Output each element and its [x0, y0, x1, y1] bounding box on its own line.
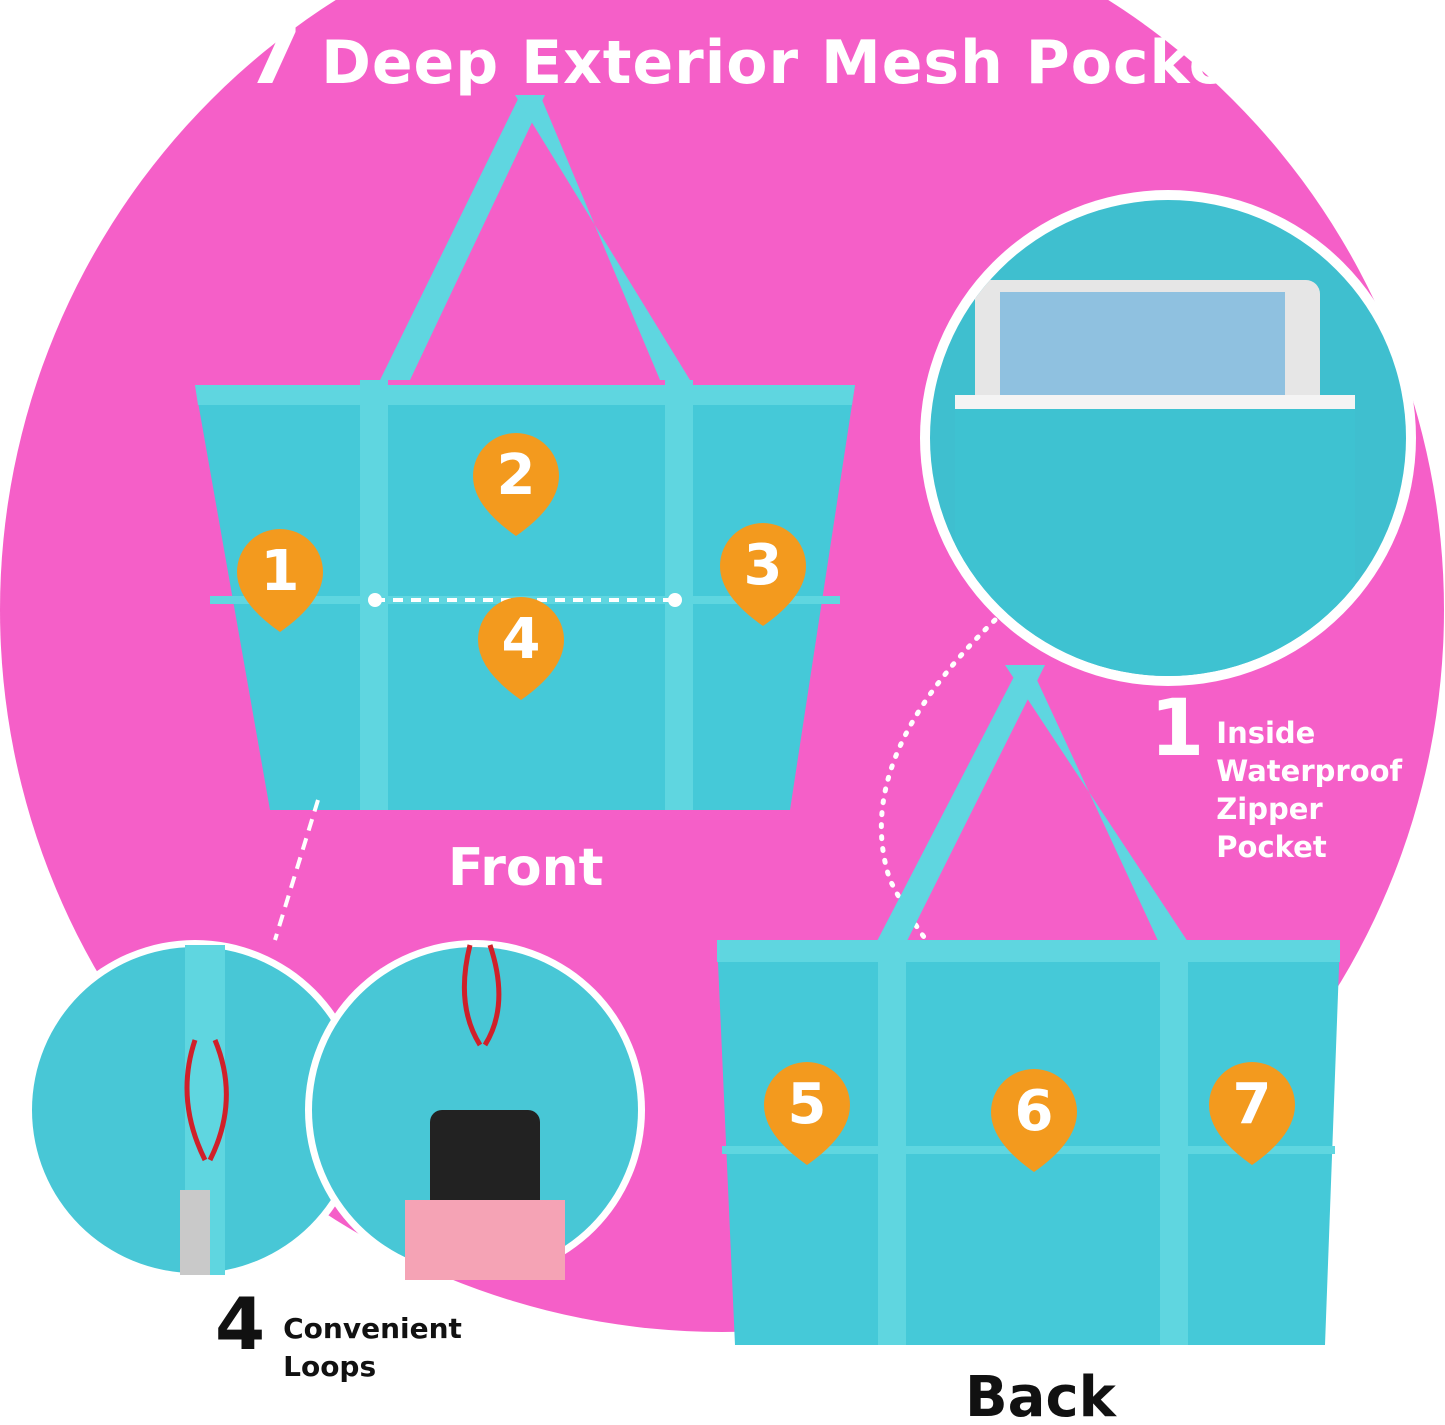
pin-6: [991, 1069, 1077, 1172]
pocket-number-2: 2: [496, 443, 536, 508]
back-label: Back: [965, 1365, 1116, 1425]
loops-line: Convenient: [283, 1312, 462, 1345]
pin-3: [720, 523, 806, 626]
pocket-number-1: 1: [260, 539, 300, 604]
loops-number: 4: [215, 1282, 266, 1366]
pocket-number-5: 5: [787, 1072, 827, 1137]
headline-number: 7: [245, 8, 304, 103]
inside-pocket-number: 1: [1150, 684, 1205, 774]
inside-pocket-photo: [920, 190, 1416, 686]
pocket-number-7: 7: [1232, 1072, 1272, 1137]
pocket-number-3: 3: [743, 533, 783, 598]
front-label: Front: [448, 838, 604, 898]
pocket-number-6: 6: [1014, 1079, 1054, 1144]
inside-pocket-line: Waterproof: [1216, 754, 1403, 788]
pin-7: [1209, 1062, 1295, 1165]
pin-4: [478, 597, 564, 700]
pin-2: [473, 433, 559, 536]
loops-callout: 4 Convenient Loops: [215, 1288, 462, 1386]
loops-line: Loops: [283, 1350, 377, 1383]
headline-text: Deep Exterior Mesh Pockets: [321, 28, 1297, 98]
pin-1: [237, 529, 323, 632]
inside-pocket-line: Inside: [1216, 716, 1316, 750]
loop-detail-photos: [25, 940, 645, 1280]
pin-5: [764, 1062, 850, 1165]
pocket-pins: [237, 433, 1295, 1172]
pocket-number-4: 4: [501, 607, 541, 672]
inside-pocket-line: Zipper: [1216, 792, 1323, 826]
inside-pocket-callout: 1 Inside Waterproof Zipper Pocket: [1150, 690, 1402, 866]
inside-pocket-line: Pocket: [1216, 830, 1327, 864]
